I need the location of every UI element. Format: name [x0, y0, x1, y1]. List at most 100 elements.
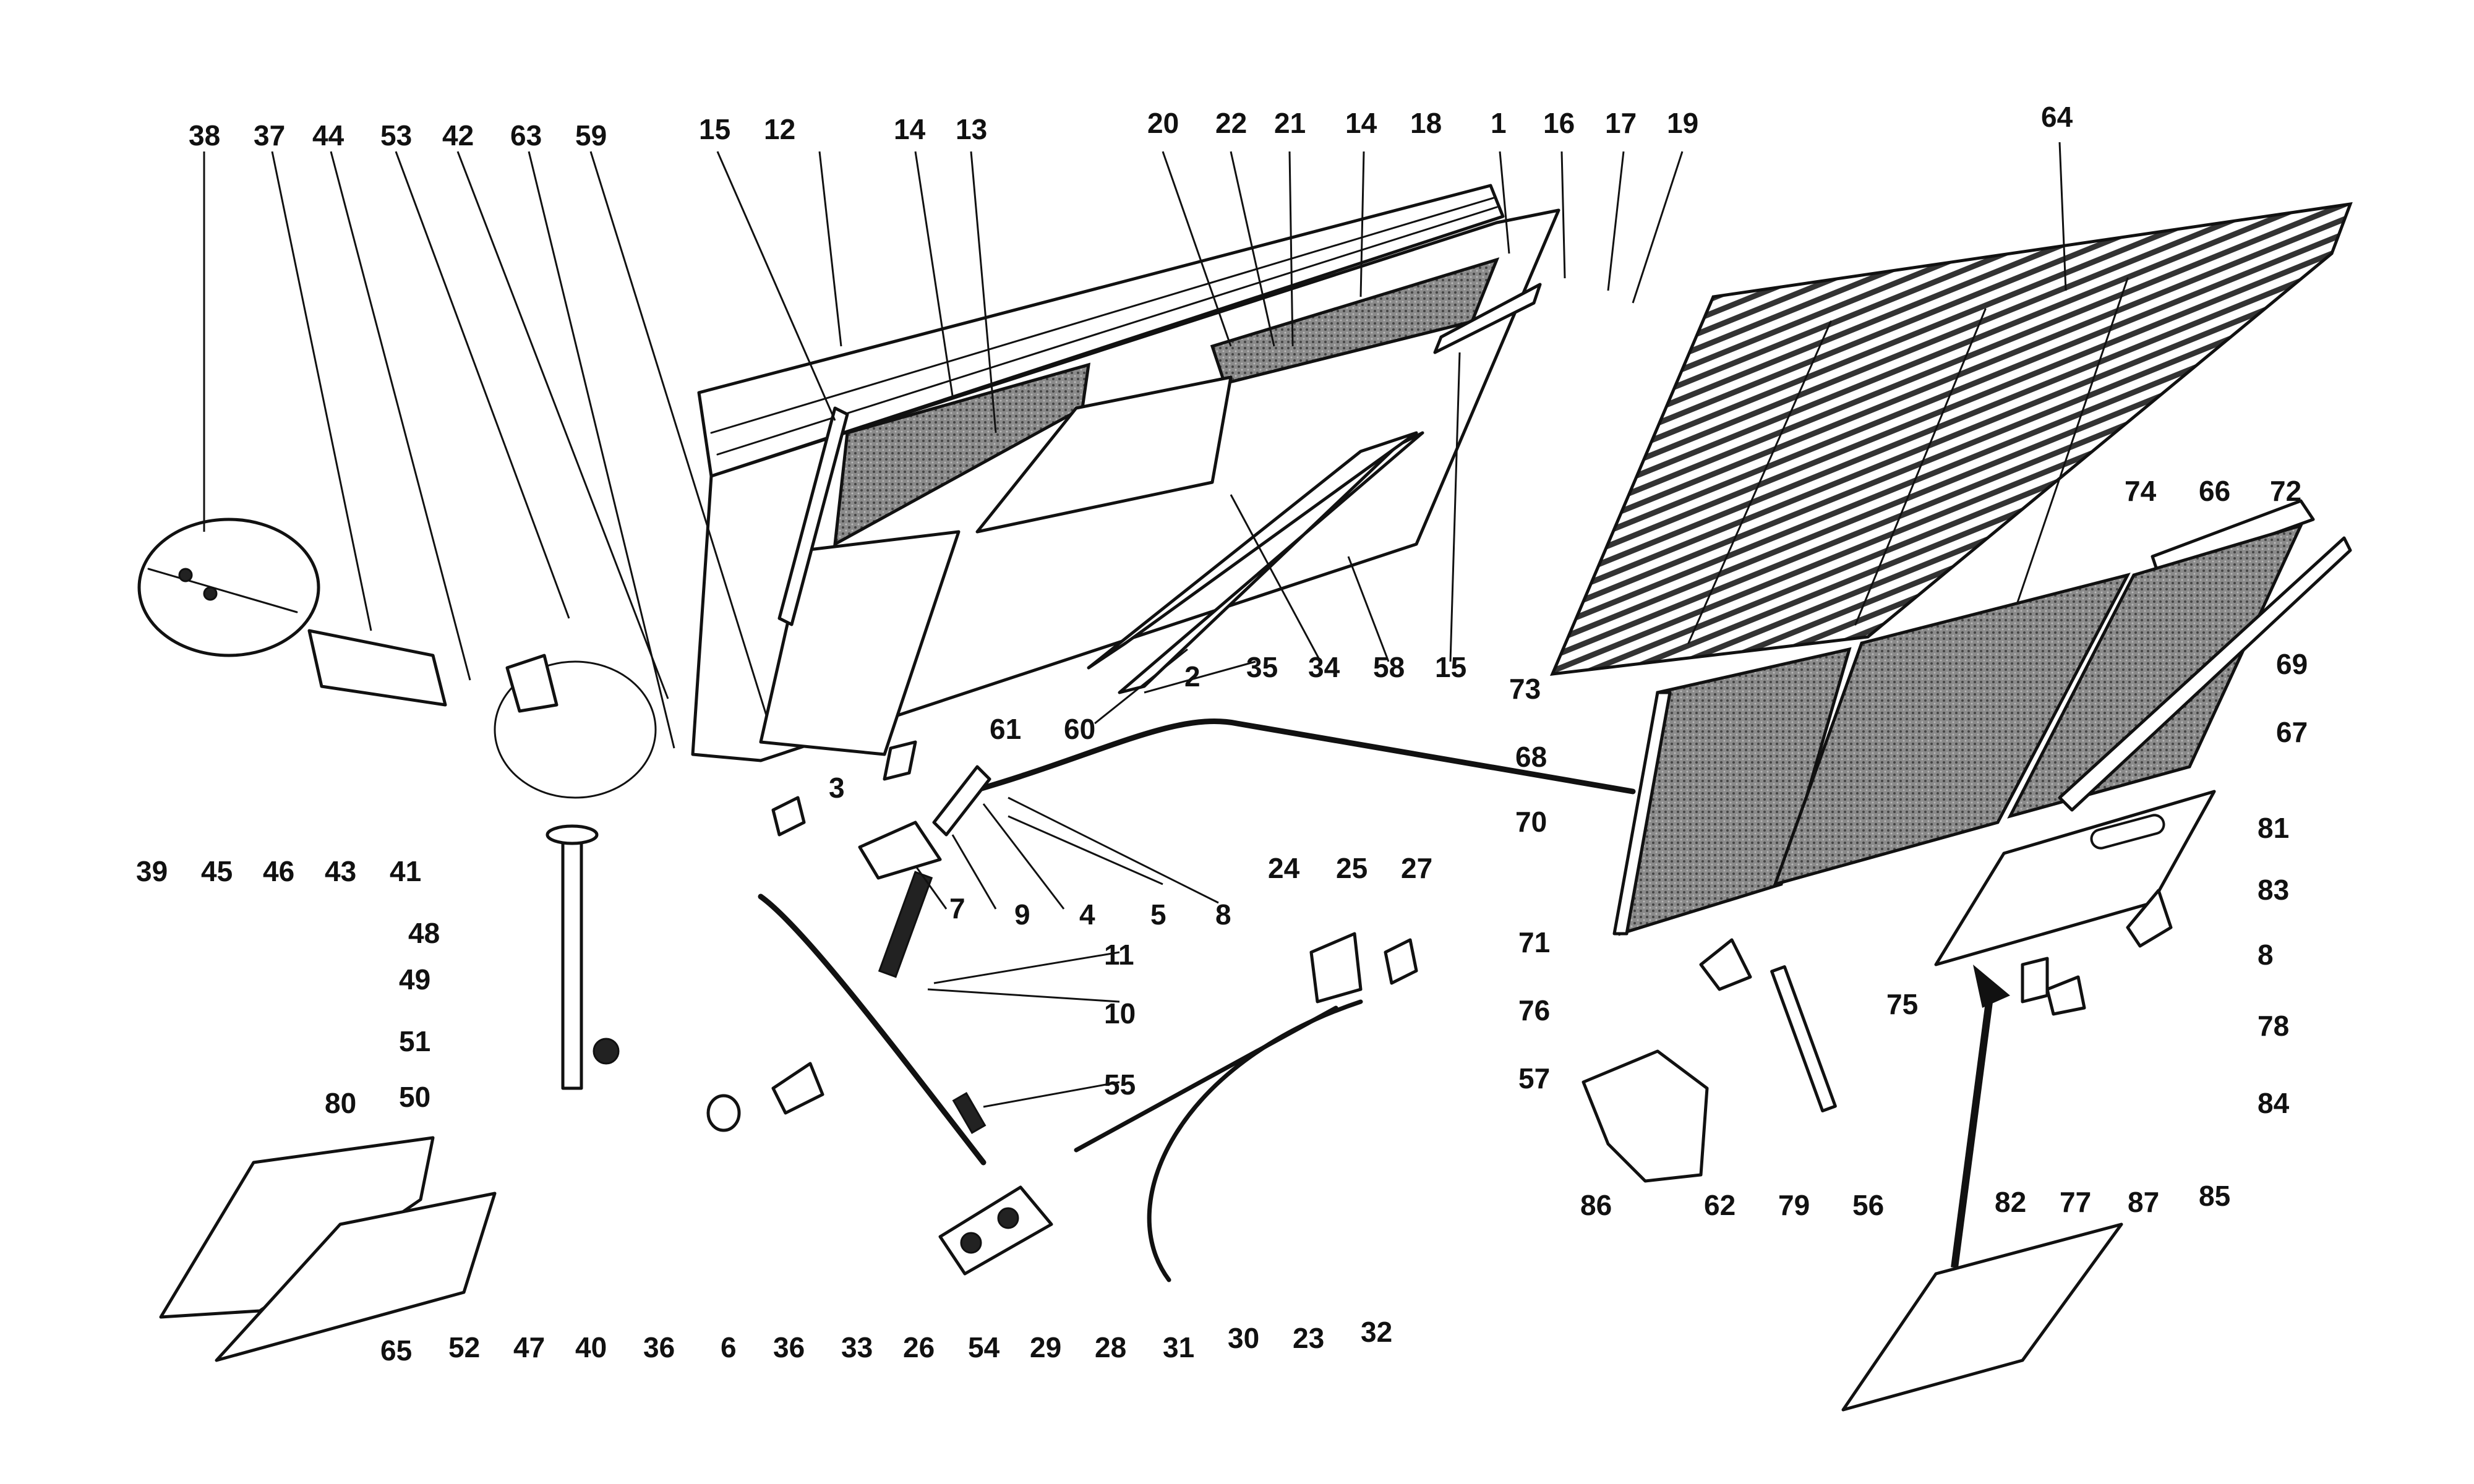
- callout-47: 47: [513, 1331, 545, 1363]
- callout-71: 71: [1518, 926, 1550, 958]
- callout-43: 43: [325, 855, 356, 887]
- callout-13: 13: [956, 113, 987, 145]
- callout-65: 65: [380, 1334, 412, 1367]
- bracket-61: [883, 740, 917, 781]
- callout-66: 66: [2199, 475, 2230, 507]
- hinge-83: [2126, 889, 2173, 948]
- callout-86: 86: [1580, 1189, 1612, 1221]
- release-cable-2: [968, 719, 1636, 795]
- callout-80: 80: [325, 1087, 356, 1119]
- panel-81-slot: [2090, 814, 2165, 850]
- callout-39: 39: [136, 855, 168, 887]
- callout-6: 6: [721, 1331, 737, 1363]
- callout-36-b: 36: [773, 1331, 805, 1363]
- release-cable-30: [758, 893, 987, 1166]
- panel-80: [159, 1136, 435, 1319]
- callout-59: 59: [575, 119, 607, 151]
- mesh-panel-67b: [2007, 523, 2304, 819]
- callout-4: 4: [1079, 898, 1095, 931]
- callout-84: 84: [2258, 1087, 2290, 1119]
- gas-strut-79: [1770, 965, 1837, 1113]
- callout-48: 48: [408, 917, 440, 949]
- callout-32: 32: [1361, 1316, 1392, 1348]
- callout-50: 50: [399, 1081, 430, 1113]
- callout-24: 24: [1268, 852, 1300, 884]
- callout-56: 56: [1852, 1189, 1884, 1221]
- callout-27: 27: [1401, 852, 1432, 884]
- callout-22: 22: [1215, 107, 1247, 139]
- seal-strip-15-right: [1433, 283, 1542, 354]
- motor-26: [938, 1185, 1053, 1276]
- callout-25: 25: [1336, 852, 1368, 884]
- callout-79: 79: [1778, 1189, 1810, 1221]
- callout-15-a: 15: [699, 113, 730, 145]
- latch-3: [858, 821, 942, 880]
- clip-27: [1384, 938, 1418, 985]
- callout-1: 1: [1491, 107, 1507, 139]
- hinge-77: [2045, 975, 2086, 1016]
- lid-top-rim: [697, 184, 1505, 478]
- release-cable-31: [1147, 999, 1363, 1282]
- callout-67: 67: [2276, 716, 2308, 748]
- front-lid-assembly: [1550, 202, 2353, 966]
- mesh-panel-67: [1773, 573, 2131, 887]
- callout-68: 68: [1515, 741, 1547, 773]
- leader-lines: [203, 142, 2067, 1108]
- callout-85: 85: [2199, 1180, 2230, 1212]
- callout-35: 35: [1246, 651, 1278, 683]
- callout-75: 75: [1886, 988, 1918, 1020]
- plate-6: [771, 796, 806, 837]
- callout-51: 51: [399, 1025, 430, 1057]
- callout-11: 11: [1104, 939, 1134, 971]
- callout-83: 83: [2258, 874, 2289, 906]
- callout-33: 33: [841, 1331, 873, 1363]
- callout-49: 49: [399, 963, 430, 996]
- callout-15-b: 15: [1435, 651, 1466, 683]
- callout-3: 3: [829, 772, 845, 804]
- callout-18: 18: [1410, 107, 1442, 139]
- callout-77: 77: [2060, 1186, 2091, 1218]
- lock-body-36: [771, 1062, 824, 1115]
- callout-72: 72: [2270, 475, 2301, 507]
- callout-78: 78: [2258, 1010, 2289, 1042]
- seal-strip-15-left: [777, 406, 849, 626]
- callout-81: 81: [2258, 812, 2289, 844]
- callout-40: 40: [575, 1331, 607, 1363]
- detail-circle-41: [494, 660, 657, 799]
- callout-36-a: 36: [643, 1331, 675, 1363]
- callout-74: 74: [2125, 475, 2157, 507]
- callout-42: 42: [442, 119, 474, 151]
- lever-4: [932, 765, 991, 837]
- callout-57: 57: [1518, 1062, 1550, 1094]
- callout-5: 5: [1150, 898, 1166, 931]
- callout-82: 82: [1995, 1186, 2026, 1218]
- callout-34: 34: [1308, 651, 1340, 683]
- callout-30: 30: [1228, 1322, 1259, 1354]
- callout-53: 53: [380, 119, 412, 151]
- frame-70: [1612, 691, 1672, 936]
- callout-54: 54: [968, 1331, 1000, 1363]
- callout-61: 61: [990, 713, 1021, 745]
- callout-63: 63: [510, 119, 542, 151]
- callout-55: 55: [1104, 1068, 1136, 1101]
- callout-76: 76: [1518, 994, 1550, 1026]
- callout-44: 44: [312, 119, 345, 151]
- callout-31: 31: [1163, 1331, 1194, 1363]
- callout-60: 60: [1064, 713, 1095, 745]
- callout-12: 12: [764, 113, 795, 145]
- callout-26: 26: [903, 1331, 935, 1363]
- callout-62: 62: [1704, 1189, 1736, 1221]
- callout-46: 46: [263, 855, 294, 887]
- callout-69: 69: [2276, 648, 2308, 680]
- spring-55: [952, 1091, 987, 1135]
- callout-8-a: 8: [1215, 898, 1231, 931]
- air-duct-34: [975, 375, 1233, 534]
- bracket-23: [1309, 932, 1363, 1004]
- panel-87: [1841, 1222, 2123, 1412]
- callout-20: 20: [1147, 107, 1179, 139]
- callout-17: 17: [1605, 107, 1637, 139]
- callout-10: 10: [1104, 997, 1136, 1030]
- callout-70: 70: [1515, 806, 1547, 838]
- plate-82: [2021, 957, 2049, 1004]
- callout-41: 41: [390, 855, 421, 887]
